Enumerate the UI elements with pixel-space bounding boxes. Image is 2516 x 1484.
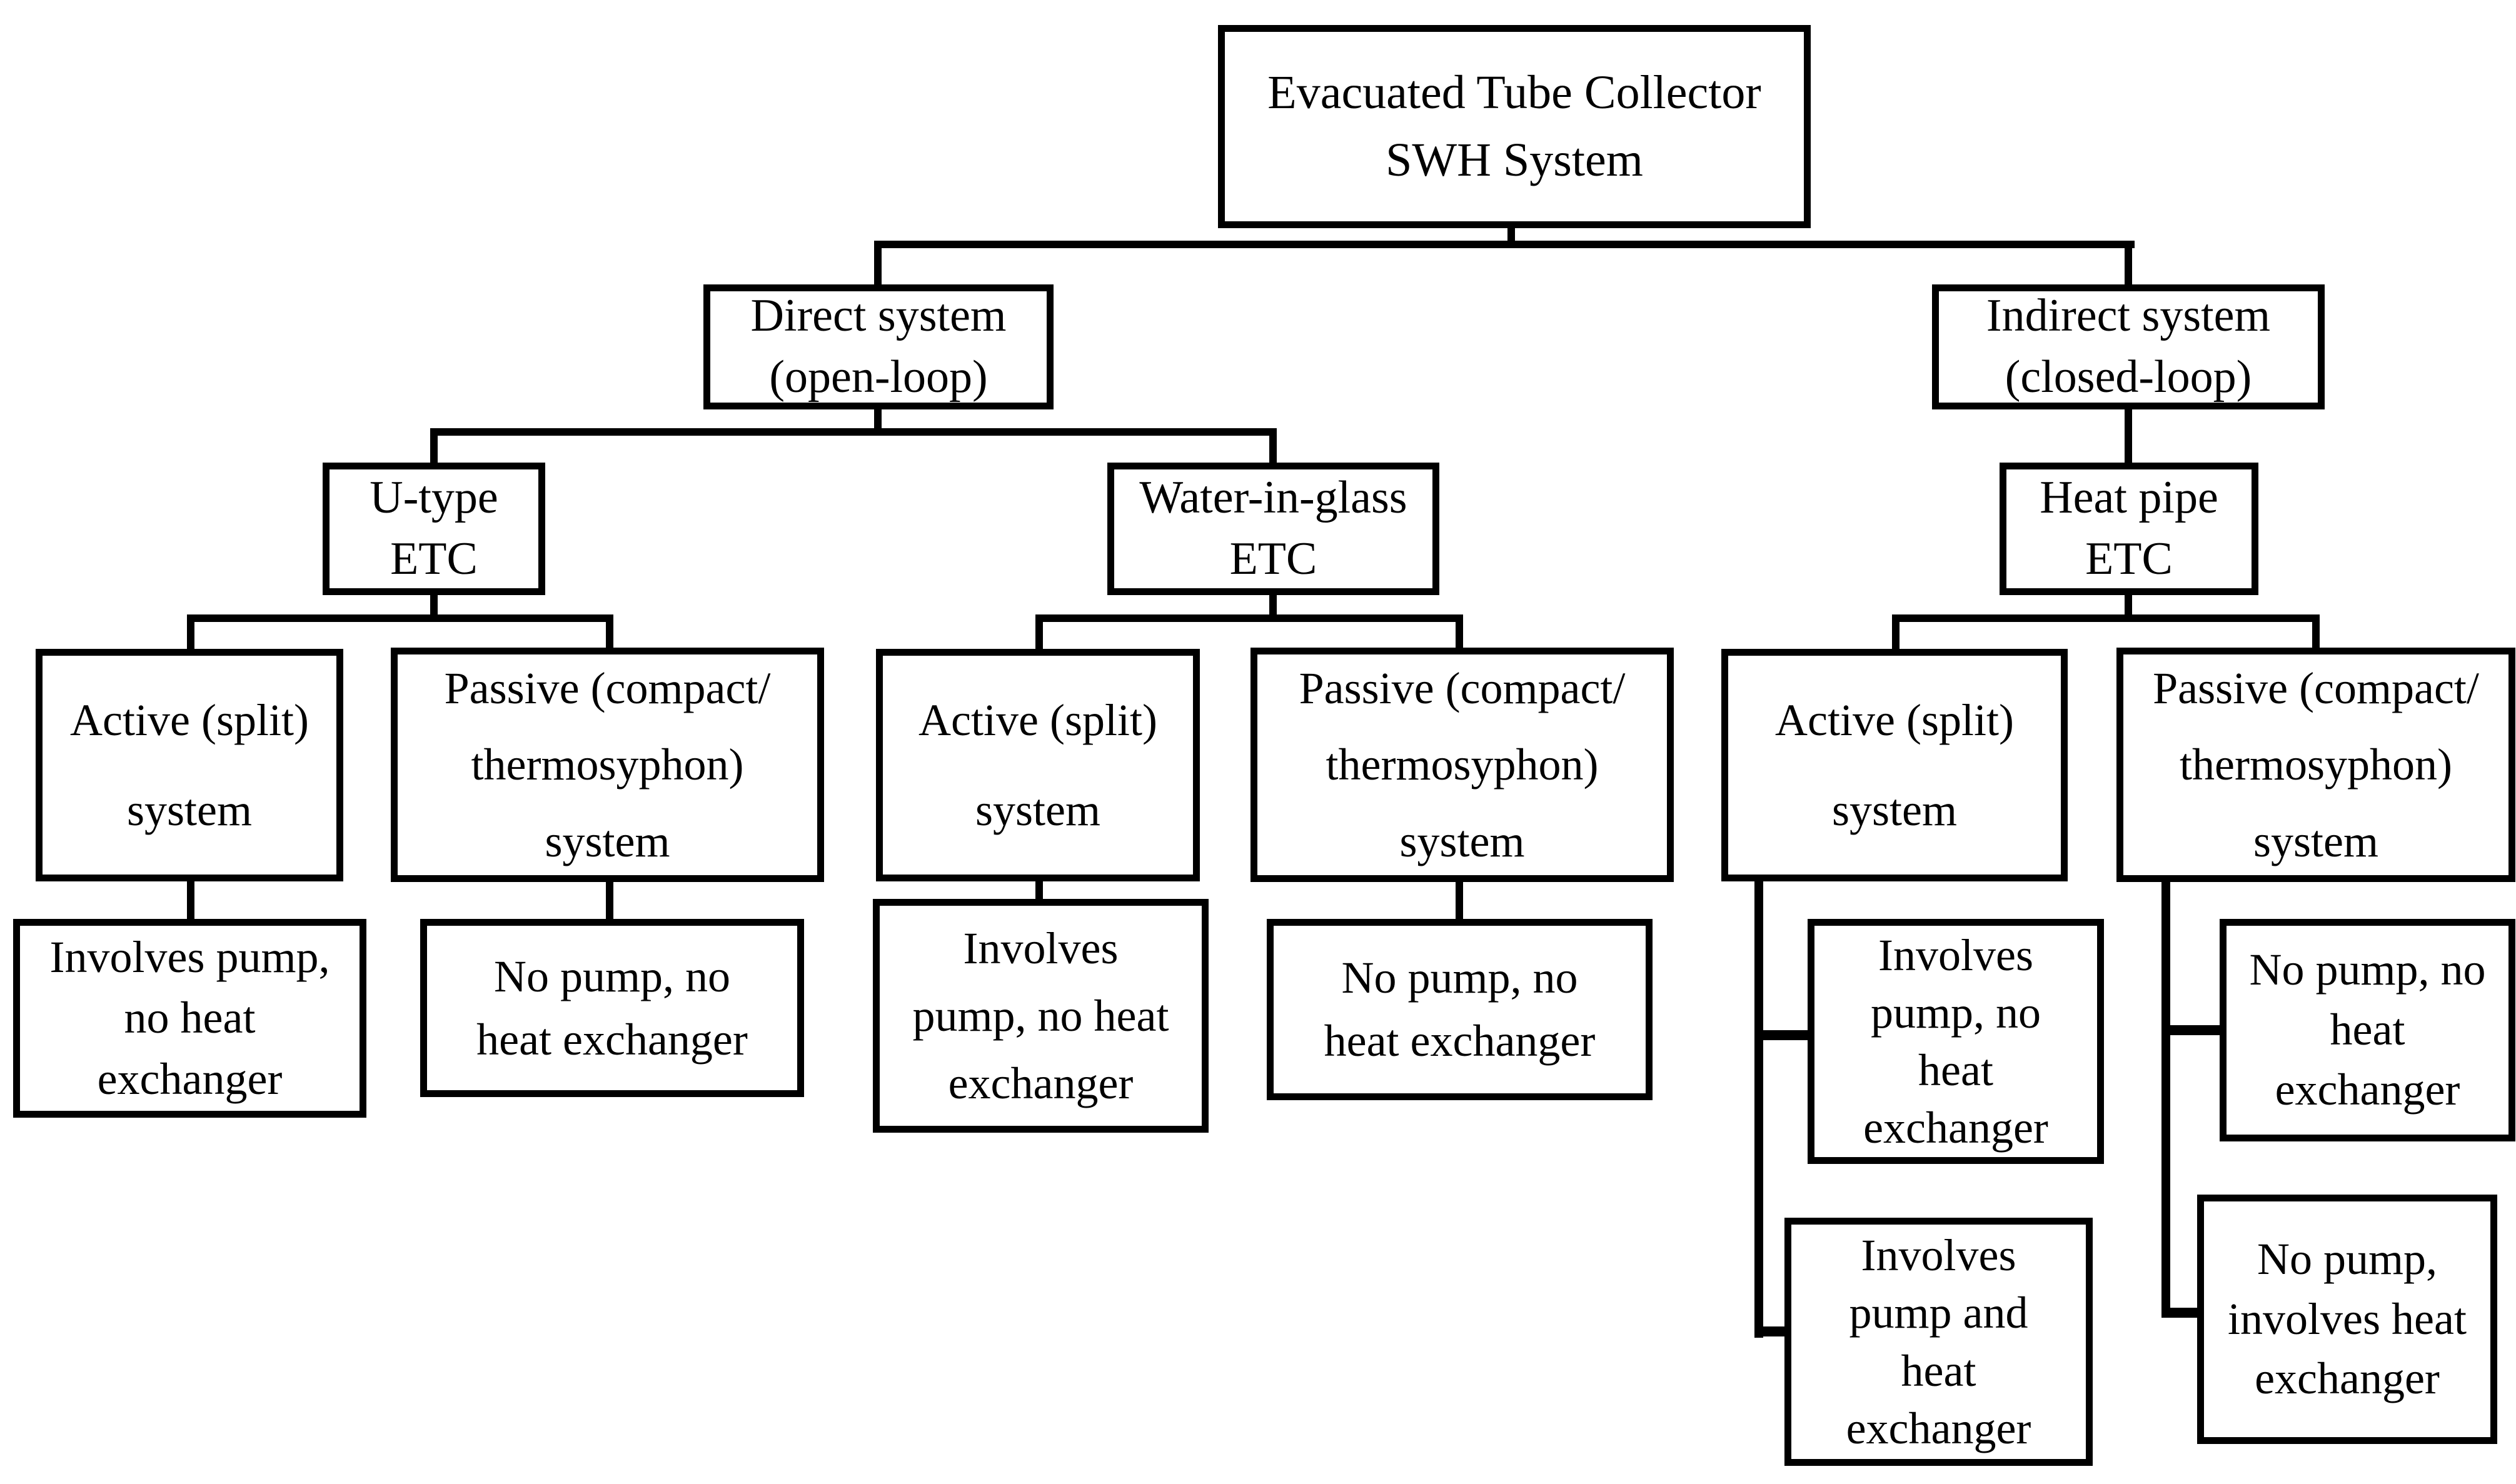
connector-passiveR-drop bbox=[2312, 614, 2320, 650]
node-involves-pump-no-heat-exchanger-heat-pipe: Involves pump, no heat exchanger bbox=[1808, 919, 2104, 1164]
node-no-pump-no-heat-exchanger-utype: No pump, no heat exchanger bbox=[420, 919, 804, 1097]
node-label: Evacuated Tube Collector SWH System bbox=[1267, 66, 1761, 186]
node-direct-system-open-loop: Direct system (open-loop) bbox=[703, 284, 1054, 409]
node-label: Passive (compact/ thermosyphon) system bbox=[2153, 663, 2479, 866]
node-heat-pipe-etc: Heat pipe ETC bbox=[2000, 463, 2258, 595]
node-label: U-type ETC bbox=[370, 472, 498, 584]
node-label: Active (split) system bbox=[1775, 695, 2014, 835]
node-no-pump-no-heat-exchanger-water-in-glass: No pump, no heat exchanger bbox=[1267, 919, 1653, 1100]
node-label: Involves pump and heat exchanger bbox=[1846, 1230, 2031, 1453]
node-water-in-glass-etc: Water-in-glass ETC bbox=[1107, 463, 1439, 595]
node-involves-pump-no-heat-exchanger-water-in-glass: Involves pump, no heat exchanger bbox=[873, 899, 1209, 1133]
node-label: No pump, no heat exchanger bbox=[1324, 953, 1596, 1066]
node-passive-thermosyphon-system-water-in-glass: Passive (compact/ thermosyphon) system bbox=[1250, 648, 1674, 882]
connector-level4-mid-branch bbox=[1035, 614, 1463, 622]
node-involves-pump-no-heat-exchanger-utype: Involves pump, no heat exchanger bbox=[13, 919, 366, 1118]
connector-activeR-elbow-vertical bbox=[1754, 880, 1763, 1338]
node-active-split-system-utype: Active (split) system bbox=[36, 649, 343, 881]
node-active-split-system-heat-pipe: Active (split) system bbox=[1721, 649, 2068, 881]
connector-activeR-stub-top bbox=[1754, 1030, 1812, 1040]
node-label: Involves pump, no heat exchanger bbox=[912, 923, 1169, 1108]
connector-passiveR-stub-bottom bbox=[2161, 1308, 2203, 1318]
node-label: No pump, no heat exchanger bbox=[2249, 945, 2486, 1115]
node-label: Involves pump, no heat exchanger bbox=[1863, 930, 2048, 1153]
node-label: Active (split) system bbox=[918, 695, 1157, 835]
node-passive-thermosyphon-system-utype: Passive (compact/ thermosyphon) system bbox=[391, 648, 824, 882]
node-label: No pump, no heat exchanger bbox=[476, 951, 748, 1065]
connector-passiveR-elbow-vertical bbox=[2161, 880, 2170, 1318]
connector-activeR-stub-bottom bbox=[1754, 1326, 1791, 1336]
connector-level4-left-branch bbox=[187, 614, 613, 622]
connector-pumpM-drop bbox=[1035, 880, 1043, 900]
node-label: Heat pipe ETC bbox=[2040, 472, 2218, 584]
connector-nopumpL-drop bbox=[606, 880, 613, 920]
node-passive-thermosyphon-system-heat-pipe: Passive (compact/ thermosyphon) system bbox=[2116, 648, 2515, 882]
node-label: Passive (compact/ thermosyphon) system bbox=[1299, 663, 1626, 866]
node-no-pump-involves-heat-exchanger-heat-pipe: No pump, involves heat exchanger bbox=[2197, 1195, 2497, 1444]
node-label: Indirect system (closed-loop) bbox=[1986, 290, 2271, 403]
connector-passiveR-stub-top bbox=[2161, 1025, 2226, 1035]
connector-level2-branch bbox=[874, 241, 2135, 248]
connector-activeR-drop bbox=[1892, 614, 1900, 650]
connector-wig-drop bbox=[1269, 428, 1277, 464]
node-label: Direct system (open-loop) bbox=[750, 290, 1007, 403]
connector-passiveL-drop bbox=[606, 614, 613, 650]
connector-pumpL-drop bbox=[187, 880, 194, 920]
node-label: No pump, involves heat exchanger bbox=[2228, 1233, 2467, 1404]
node-no-pump-no-heat-exchanger-heat-pipe: No pump, no heat exchanger bbox=[2220, 919, 2515, 1141]
node-indirect-system-closed-loop: Indirect system (closed-loop) bbox=[1932, 284, 2325, 409]
connector-activeM-drop bbox=[1035, 614, 1043, 650]
node-active-split-system-water-in-glass: Active (split) system bbox=[876, 649, 1200, 881]
connector-activeL-drop bbox=[187, 614, 194, 650]
connector-heatpipe-drop bbox=[2125, 408, 2132, 464]
node-label: Active (split) system bbox=[70, 695, 309, 835]
node-label: Passive (compact/ thermosyphon) system bbox=[444, 663, 771, 866]
connector-level4-right-branch bbox=[1892, 614, 2320, 622]
connector-direct-drop bbox=[874, 241, 882, 286]
node-evacuated-tube-collector-swh-system: Evacuated Tube Collector SWH System bbox=[1218, 25, 1811, 228]
node-involves-pump-and-heat-exchanger-heat-pipe: Involves pump and heat exchanger bbox=[1784, 1218, 2093, 1466]
node-label: Involves pump, no heat exchanger bbox=[49, 932, 330, 1104]
connector-level3-left-branch bbox=[430, 428, 1277, 436]
connector-passiveM-drop bbox=[1456, 614, 1463, 650]
connector-indirect-drop bbox=[2125, 241, 2132, 286]
connector-nopumpM-drop bbox=[1456, 880, 1463, 920]
connector-utype-drop bbox=[430, 428, 438, 464]
node-u-type-etc: U-type ETC bbox=[323, 463, 545, 595]
node-label: Water-in-glass ETC bbox=[1139, 472, 1407, 584]
